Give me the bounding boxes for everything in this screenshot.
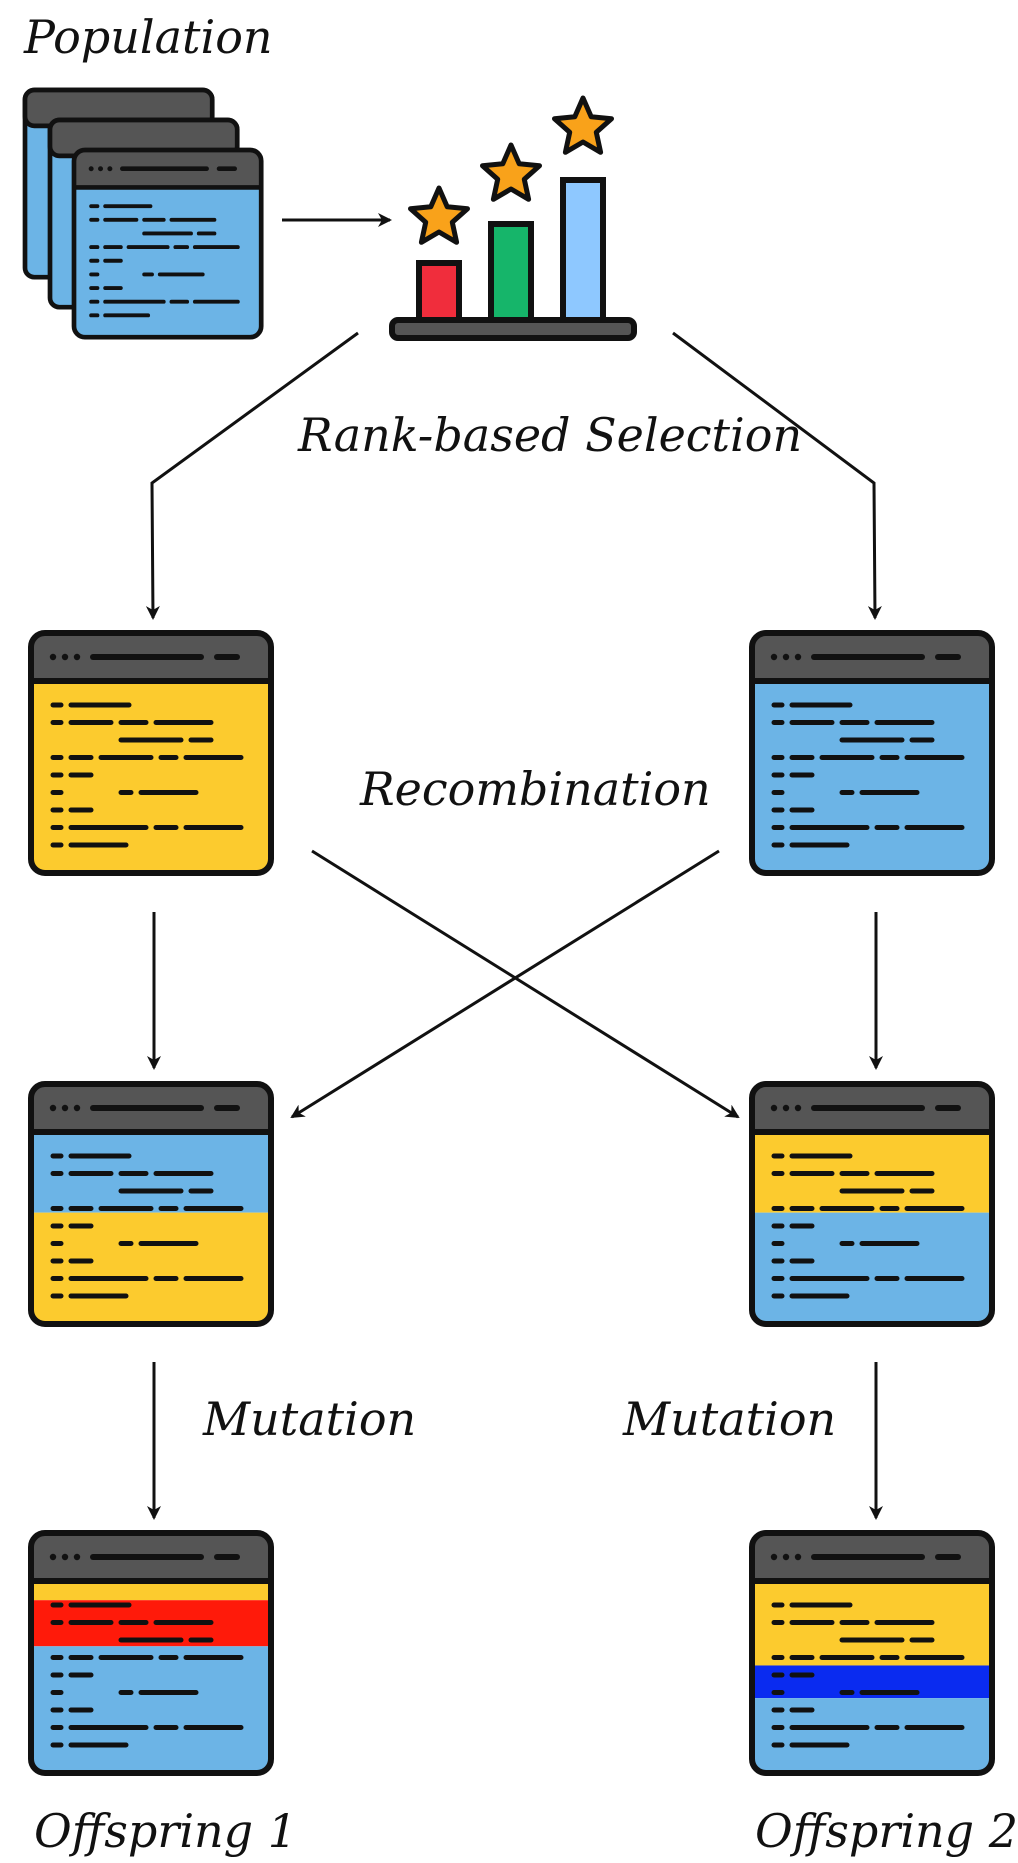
selection-to-parent-1-arrow [145,331,359,620]
mutation-right-label: Mutation [623,1392,837,1446]
star-icon-1 [408,185,470,245]
parent-1-window [28,630,274,876]
star-icon-2 [480,142,542,202]
child-2-window [749,1081,995,1327]
cross-arrow-to-child-2 [311,849,740,1119]
mutation-left-label: Mutation [203,1392,417,1446]
offspring-1-label: Offspring 1 [34,1804,298,1858]
offspring-2-window [749,1530,995,1776]
offspring-1-window [28,1530,274,1776]
selection-label: Rank-based Selection [298,408,803,462]
selection-to-parent-2-arrow [672,331,882,620]
population-icon [22,87,264,340]
star-icon-3 [552,95,614,155]
recombination-label: Recombination [360,762,711,816]
cross-arrow-to-child-1 [290,849,720,1119]
offspring-2-label: Offspring 2 [755,1804,1018,1858]
population-label: Population [24,10,273,64]
flow-arrows [145,213,883,1520]
child-1-window [28,1081,274,1327]
parent-2-window [749,630,995,876]
ranking-bar-chart-icon [389,95,637,341]
